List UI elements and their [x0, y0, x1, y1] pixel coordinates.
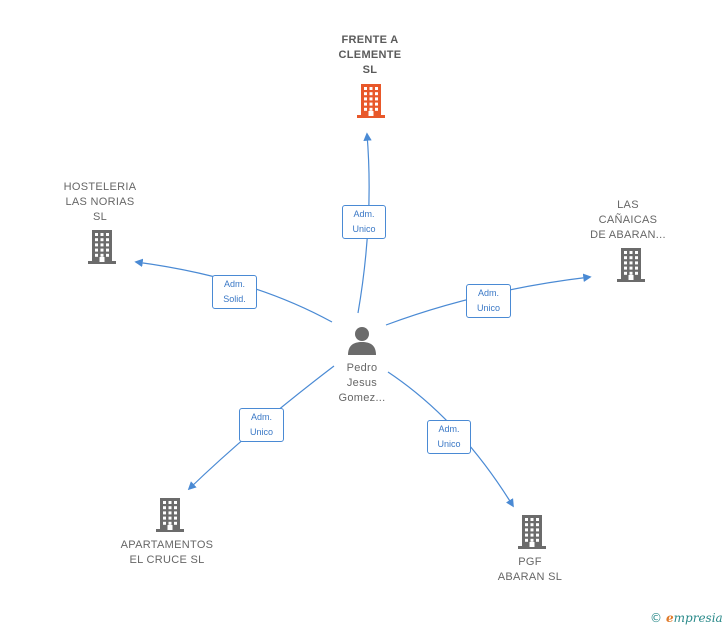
- person-icon[interactable]: [346, 324, 378, 356]
- node-label-pgf[interactable]: PGF ABARAN SL: [497, 556, 563, 583]
- node-label-apartamentos[interactable]: APARTAMENTOS EL CRUCE SL: [120, 539, 214, 566]
- building-icon[interactable]: [86, 229, 118, 265]
- brand-initial: e: [666, 611, 674, 625]
- node-label-frente[interactable]: FRENTE A CLEMENTE SL: [338, 34, 402, 76]
- node-label-hosteleria[interactable]: HOSTELERIA LAS NORIAS SL: [63, 181, 137, 223]
- brand-logo: © empresia: [650, 611, 723, 625]
- copyright-symbol: ©: [650, 611, 662, 625]
- building-icon[interactable]: [516, 514, 548, 550]
- building-icon[interactable]: [154, 497, 186, 533]
- edge-badge-canaicas: Adm. Unico: [466, 284, 511, 318]
- center-person-label[interactable]: Pedro Jesus Gomez...: [338, 362, 386, 404]
- edge-badge-frente: Adm. Unico: [342, 205, 386, 239]
- node-label-canaicas[interactable]: LAS CAÑAICAS DE ABARAN...: [590, 199, 666, 241]
- edge-badge-pgf: Adm. Unico: [427, 420, 471, 454]
- edge-badge-hosteleria: Adm. Solid.: [212, 275, 257, 309]
- brand-name: mpresia: [673, 611, 723, 625]
- edge-badge-apartamentos: Adm. Unico: [239, 408, 284, 442]
- building-icon[interactable]: [615, 247, 647, 283]
- building-icon[interactable]: [355, 83, 387, 119]
